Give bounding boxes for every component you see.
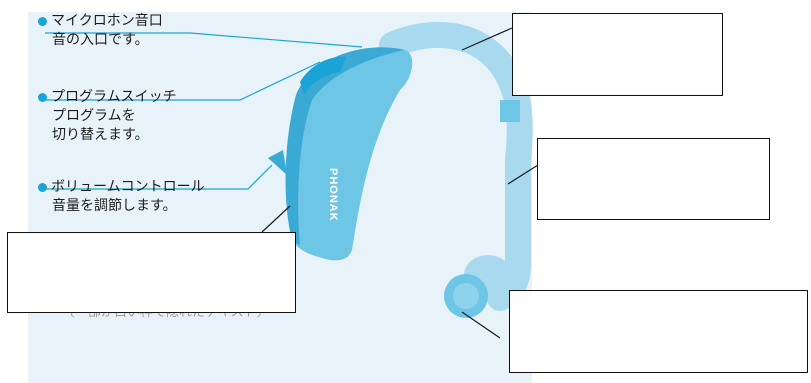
diagram-background [28,12,532,383]
blank-box-body [7,232,296,313]
bullet-dot [38,93,47,102]
leader-line-volume [45,164,273,190]
bullet-dot [38,17,47,26]
volume-control [268,150,287,175]
label-program-switch: プログラムスイッチ プログラムを 切り替えます。 [38,88,177,145]
leader-line-box-earpiece [461,311,501,339]
ear-hook [379,22,533,311]
label-volume-control-title: ボリュームコントロール [51,179,205,195]
device-body-edge [285,47,405,245]
label-volume-control: ボリュームコントロール 音量を調節します。 [38,178,205,216]
blank-box-tube [537,138,770,220]
label-microphone: マイクロホン音口 音の入口です。 [38,12,163,50]
label-program-switch-title: プログラムスイッチ [51,89,177,105]
label-program-switch-desc-1: プログラムを [52,108,136,124]
leader-line-box-hook [461,27,513,51]
label-volume-control-desc: 音量を調節します。 [52,198,177,214]
program-switch [300,56,346,95]
label-microphone-desc: 音の入口です。 [52,32,149,48]
brand-text: PHONAK [327,168,339,222]
device-body [285,47,413,261]
tube-joint [500,100,520,122]
bullet-dot [38,183,47,192]
earpiece-inner [453,283,479,309]
label-program-switch-desc-2: 切り替えます。 [52,127,149,143]
blank-box-earpiece [509,290,808,373]
leader-line-program-switch [45,61,321,101]
leader-line-box-tube [507,164,539,185]
blank-box-hook [512,13,723,96]
leader-line-box-body [261,205,291,233]
leader-line-microphone [45,32,363,48]
label-microphone-title: マイクロホン音口 [51,13,163,29]
